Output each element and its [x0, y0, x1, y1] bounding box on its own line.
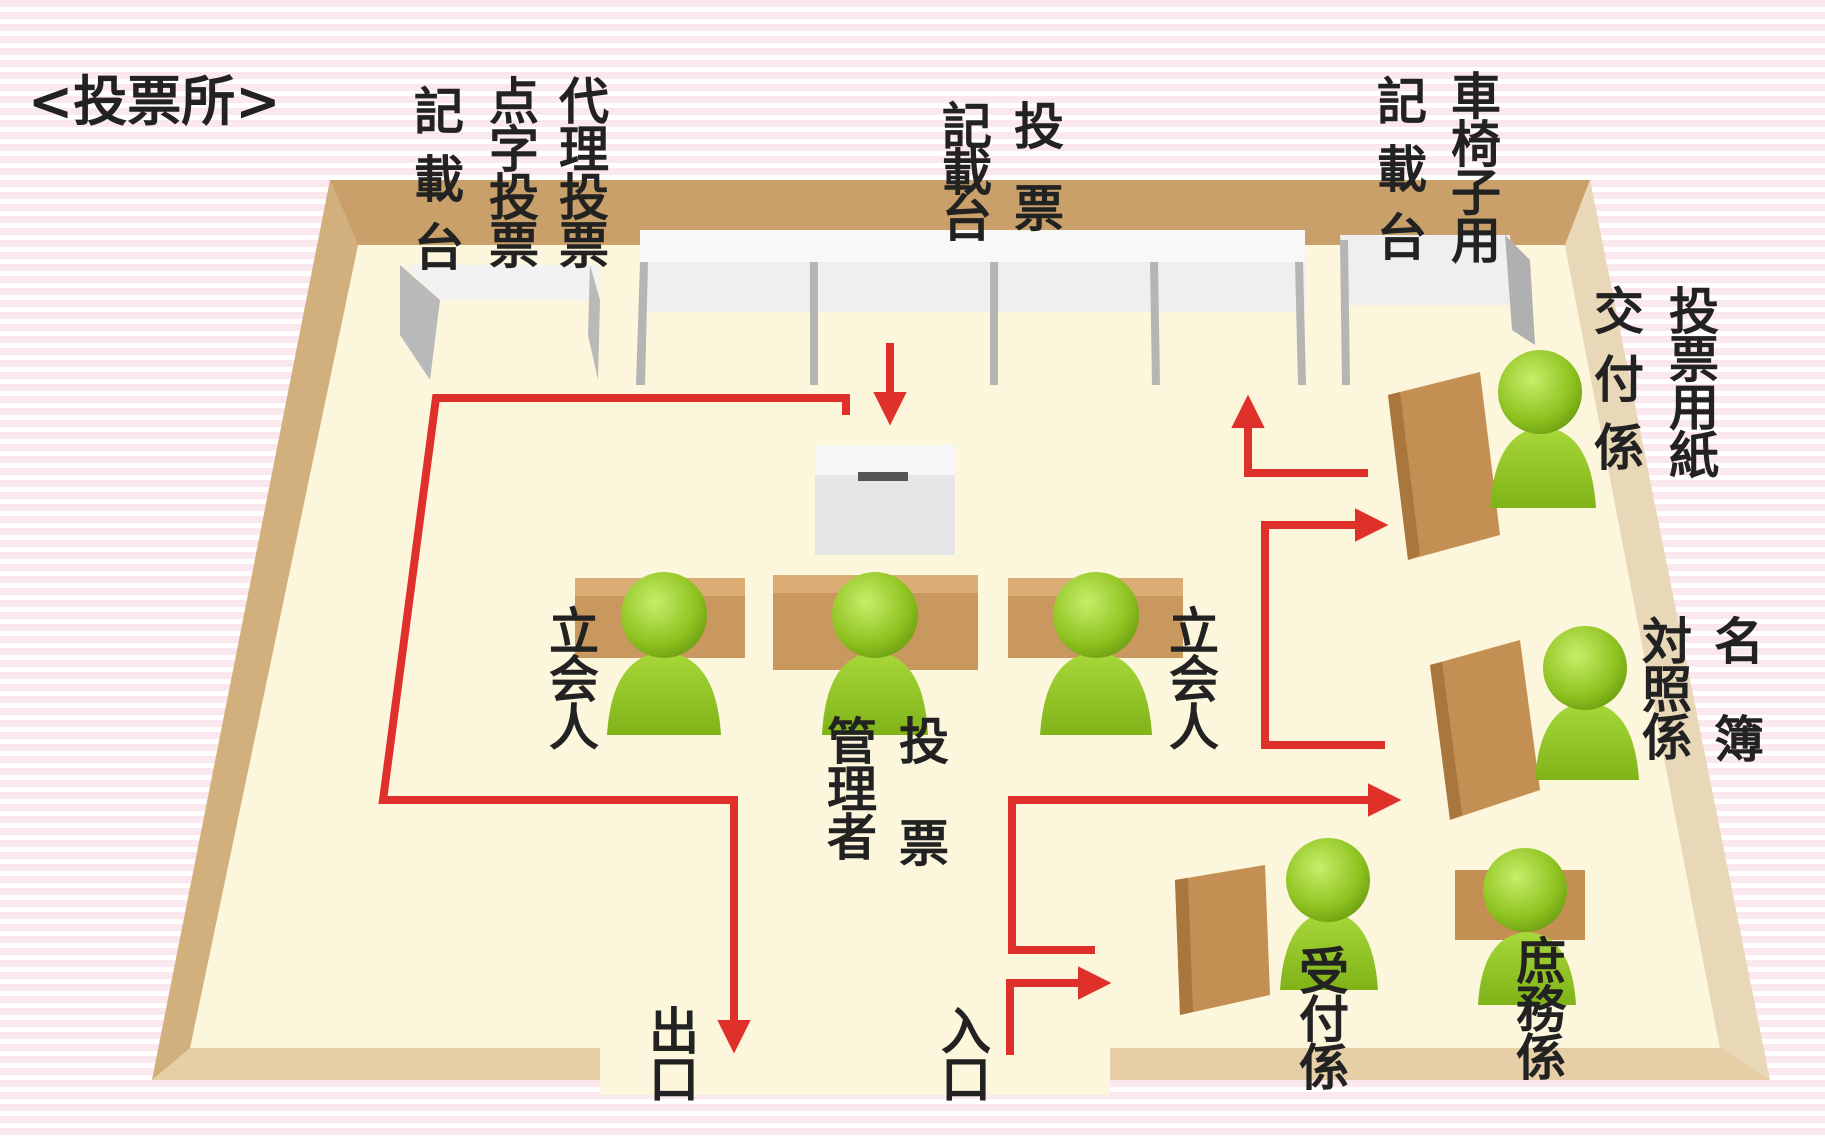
- voting-booths: [400, 230, 1535, 385]
- booth-divider: [1150, 262, 1160, 385]
- label-booth-left: 記載台: [406, 85, 464, 289]
- arrow-entrance: [1006, 966, 1112, 1055]
- label-witness-right: 立会人: [1161, 605, 1219, 750]
- doorway: [600, 1035, 1110, 1095]
- label-ballot-issue-2: 交付係: [1586, 285, 1644, 489]
- ballot-slot: [858, 472, 908, 481]
- desk-registry: [1430, 640, 1540, 820]
- person-general: [1478, 848, 1576, 1005]
- arrow-to-booths: [1231, 394, 1368, 477]
- person-registry: [1535, 626, 1639, 780]
- booth-divider: [1505, 235, 1535, 345]
- label-reception: 受付係: [1291, 945, 1349, 1090]
- booth-main-top: [640, 230, 1305, 262]
- person-ballot-issue: [1490, 350, 1596, 508]
- right-wall: [1565, 180, 1770, 1080]
- label-general: 庶務係: [1508, 935, 1566, 1080]
- booth-divider: [1340, 240, 1350, 385]
- arrow-to-registry: [1008, 783, 1402, 954]
- booth-divider: [588, 265, 600, 380]
- desk-ballot-issue: [1388, 372, 1500, 560]
- booth-divider: [1295, 262, 1306, 385]
- booth-divider: [400, 265, 440, 380]
- label-witness-left: 立会人: [541, 605, 599, 750]
- booth-wheelchair: [1340, 235, 1515, 305]
- labels: 記載台 点字投票 代理投票 記載台 投票 記載台 車椅子用 投票用紙 交付係 立…: [406, 70, 1764, 1101]
- label-manager-2: 管理者: [819, 715, 877, 861]
- label-registry-2: 対照係: [1634, 615, 1692, 760]
- booth-divider: [636, 262, 648, 385]
- person-manager: [822, 572, 928, 735]
- person-witness-right: [1040, 572, 1152, 735]
- label-voting: 投票: [1006, 100, 1064, 264]
- label-entrance: 入口: [933, 1005, 991, 1101]
- people: [607, 350, 1639, 1005]
- person-witness-left: [607, 572, 721, 735]
- arrow-to-exit: [378, 394, 850, 1054]
- label-booth-center: 記載台: [934, 100, 992, 242]
- booth-divider: [810, 262, 818, 385]
- flow-arrows: [378, 343, 1402, 1055]
- arrow-to-ballot-issue: [1261, 508, 1389, 749]
- booth-braille-proxy: [405, 265, 600, 300]
- label-proxy: 代理投票: [551, 75, 610, 269]
- ballot-box: [815, 445, 955, 555]
- label-braille: 点字投票: [481, 75, 539, 269]
- desk-reception: [1175, 865, 1270, 1015]
- booth-divider: [990, 262, 998, 385]
- left-wall: [152, 180, 358, 1080]
- label-manager-1: 投票: [891, 715, 949, 919]
- label-wheelchair: 車椅子用: [1443, 70, 1501, 264]
- label-booth-right: 記載台: [1369, 75, 1427, 279]
- person-reception: [1280, 838, 1378, 990]
- label-ballot-issue-1: 投票用紙: [1661, 285, 1719, 479]
- back-wall: [330, 180, 1590, 245]
- label-exit: 出口: [641, 1005, 699, 1101]
- diagram-title: <投票所>: [28, 70, 281, 133]
- label-registry-1: 名簿: [1706, 615, 1764, 811]
